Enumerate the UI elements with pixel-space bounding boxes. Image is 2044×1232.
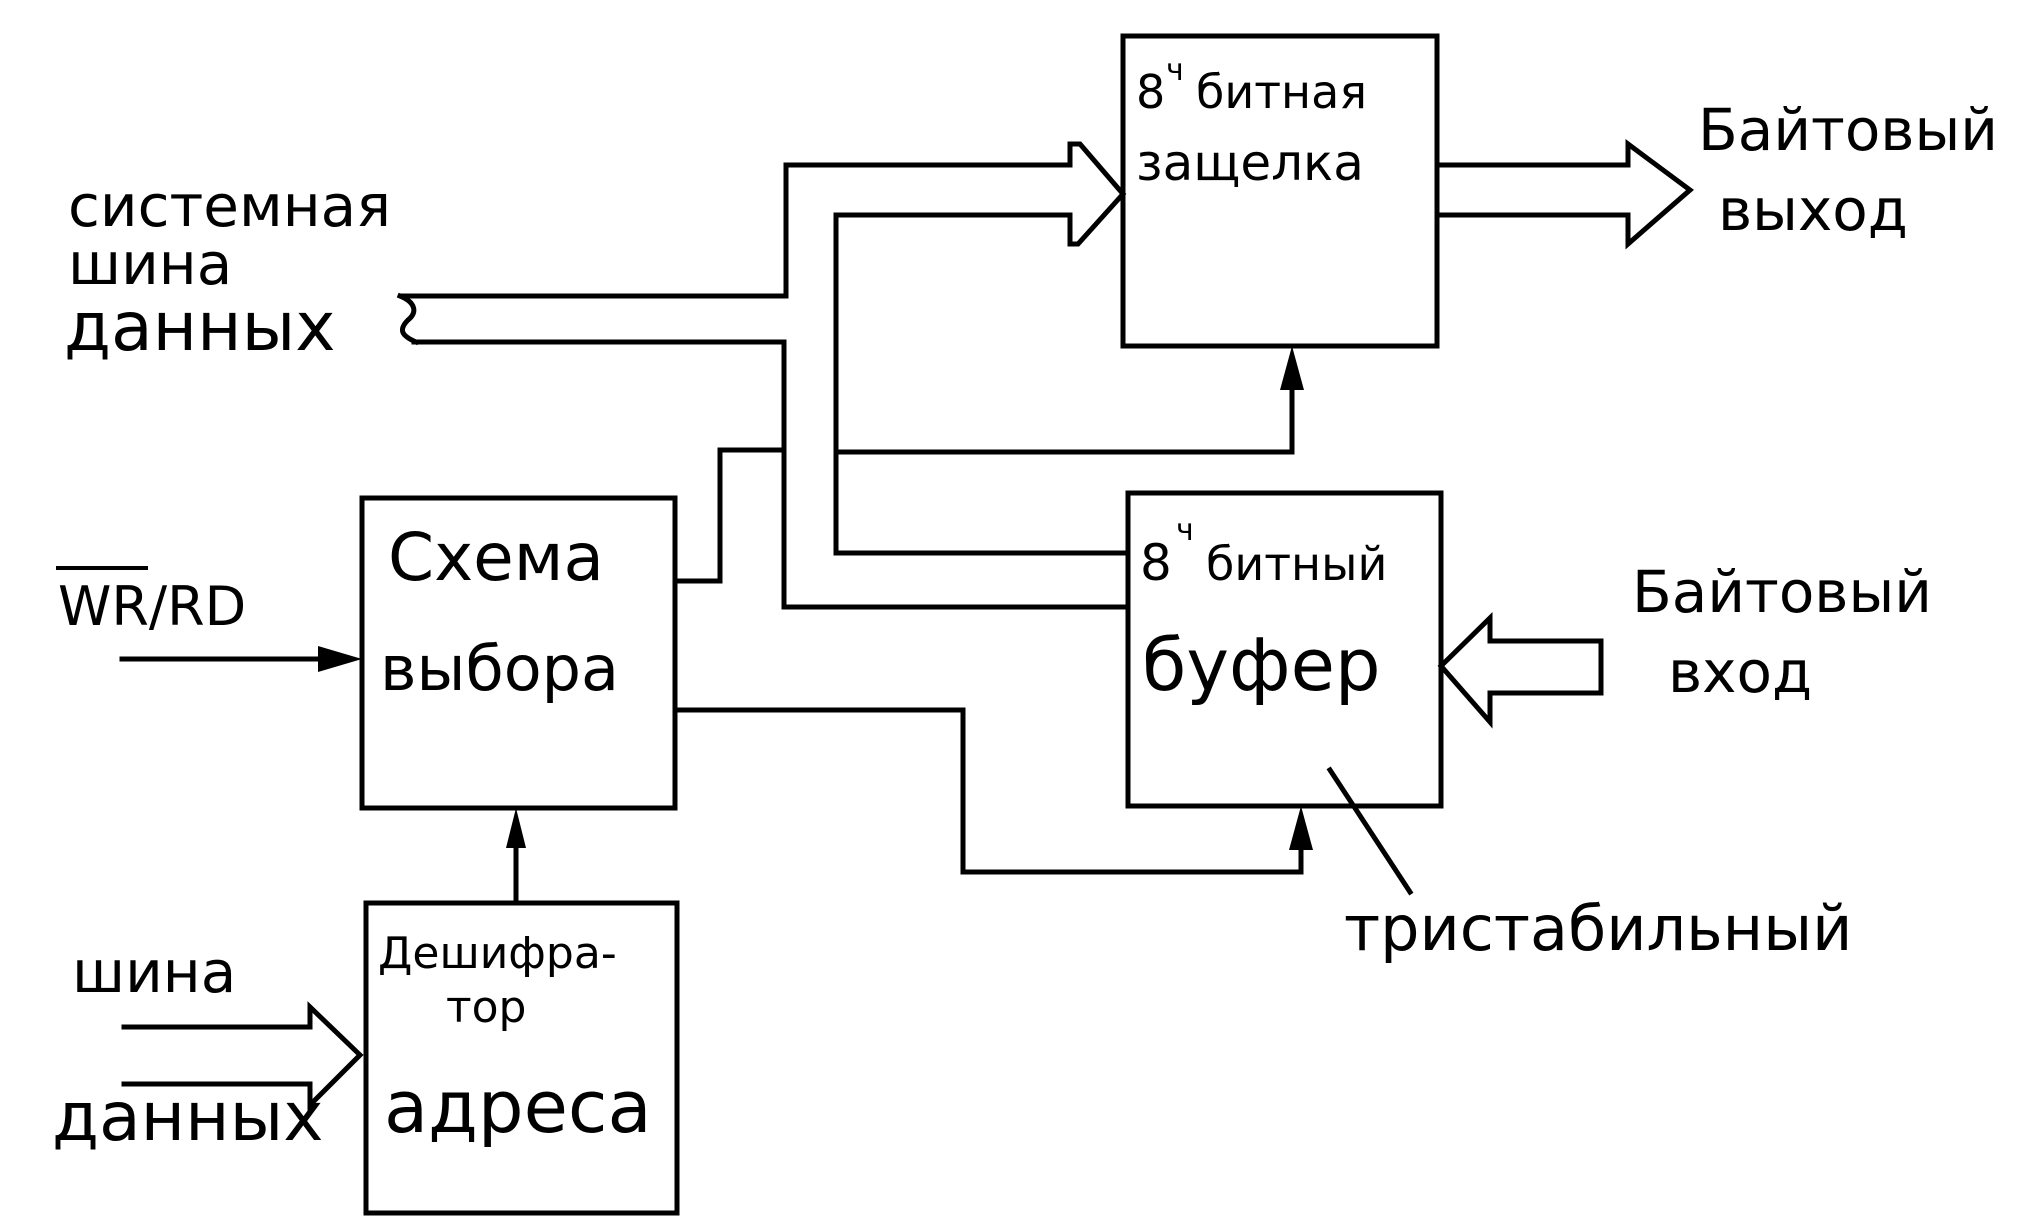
select-block — [359, 495, 678, 811]
decoder-input-arrow — [121, 1001, 364, 1112]
buffer-enable-arrowhead — [1289, 806, 1313, 850]
buffer-line2: буфер — [1142, 623, 1381, 707]
decoder-line3: адреса — [384, 1065, 652, 1149]
system-bus-wavy-end — [396, 292, 420, 346]
decoder-line1: Дешифра- — [378, 928, 617, 979]
latch-line1-text: битная — [1196, 65, 1367, 119]
data-bus-label-2: данных — [52, 1078, 324, 1157]
system-bus-label-1: системная — [68, 172, 391, 240]
select-to-buffer-enable-line — [672, 707, 1304, 875]
byte-output-label-1: Байтовый — [1698, 96, 1998, 164]
latch-enable-arrowhead — [1280, 346, 1304, 390]
rd-text: /RD — [149, 575, 246, 638]
latch-sup: ч — [1166, 53, 1184, 88]
wr-rd-label: WR/RD — [58, 575, 246, 638]
tristate-pointer-line — [1326, 766, 1414, 896]
system-bus-label-2: шина — [68, 230, 232, 298]
wr-rd-arrowhead — [318, 646, 362, 672]
buffer-block — [1125, 490, 1444, 809]
decoder-line2: тор — [446, 982, 526, 1033]
buffer-input-arrow — [1437, 612, 1604, 729]
buffer-line1-text: битный — [1206, 537, 1387, 591]
latch-input-arrow — [1067, 141, 1127, 247]
latch-output-arrow — [1434, 139, 1694, 250]
latch-line2: защелка — [1136, 134, 1364, 192]
latch-line1: 8 — [1136, 65, 1165, 119]
select-line2: выбора — [380, 632, 619, 705]
data-bus-label-1: шина — [72, 938, 236, 1006]
byte-input-label-2: вход — [1668, 638, 1812, 706]
byte-output-label-2: выход — [1718, 176, 1908, 244]
select-to-bus-line — [672, 447, 787, 584]
system-bus-label-3: данных — [64, 288, 336, 367]
tristate-label: тристабильный — [1344, 892, 1852, 965]
latch-block — [1120, 33, 1440, 349]
buffer-line1: 8 — [1140, 534, 1172, 592]
byte-input-label-1: Байтовый — [1632, 558, 1932, 626]
decoder-to-select-arrowhead — [506, 808, 526, 848]
wr-text: WR — [58, 575, 149, 638]
buffer-sup: ч — [1176, 513, 1194, 548]
decoder-block — [363, 900, 680, 1216]
select-line1: Схема — [388, 519, 604, 596]
